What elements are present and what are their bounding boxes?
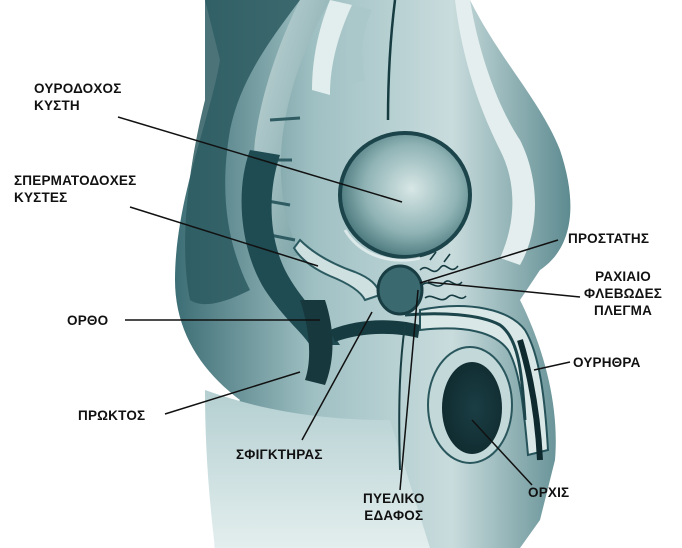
bladder-shape — [340, 133, 470, 257]
label-bladder: ΟΥΡΟΔΟΧΟΣ ΚΥΣΤΗ — [34, 80, 122, 114]
testis-shape — [442, 362, 502, 454]
label-venous-plexus: ΡΑΧΙΑΙΟ ΦΛΕΒΩΔΕΣ ΠΛΕΓΜΑ — [584, 268, 662, 319]
label-prostate: ΠΡΟΣΤΑΤΗΣ — [568, 230, 649, 247]
label-pelvic-floor: ΠΥΕΛΙΚΟ ΕΔΑΦΟΣ — [363, 490, 425, 524]
label-anus: ΠΡΩΚΤΟΣ — [78, 407, 145, 424]
label-testis: ΟΡΧΙΣ — [528, 484, 569, 501]
label-seminal-vesicles: ΣΠΕΡΜΑΤΟΔΟΧΕΣ ΚΥΣΤΕΣ — [14, 172, 136, 206]
label-urethra: ΟΥΡΗΘΡΑ — [573, 354, 641, 371]
prostate-shape — [378, 266, 422, 314]
label-rectum: ΟΡΘΟ — [67, 312, 108, 329]
label-sphincter: ΣΦΙΓΚΤΗΡΑΣ — [236, 446, 323, 463]
